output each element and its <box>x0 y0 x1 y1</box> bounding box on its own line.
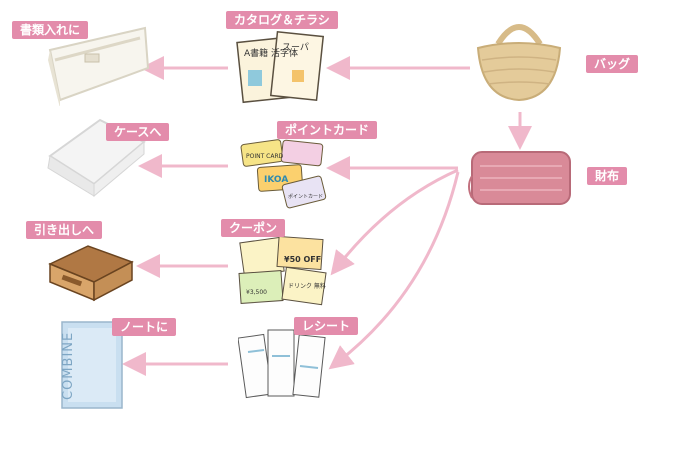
catalog-flyers-image: A書籍 活字体 スーパ <box>236 30 328 106</box>
label-tray: 書類入れに <box>12 21 89 39</box>
label-notebook: ノートに <box>112 318 177 336</box>
label-case: ケースへ <box>106 123 170 141</box>
coupon-1-text: ¥50 OFF <box>284 255 321 264</box>
receipts-image <box>238 326 328 402</box>
catalog-left-text: A書籍 活字体 <box>244 47 298 59</box>
drawer-image <box>44 236 136 302</box>
coupon-3-text: ドリンク 無料 <box>288 282 326 290</box>
label-pointcard: ポイントカード <box>277 121 378 139</box>
document-tray-image <box>30 20 150 106</box>
pointcard-3-text: ポイントカード <box>288 193 323 200</box>
label-coupon: クーポン <box>221 219 286 237</box>
arrow-wallet-to-receipt <box>328 171 460 370</box>
label-bag: バッグ <box>586 55 639 73</box>
point-cards-image: POINT CARD IKOA ポイントカード <box>238 136 330 210</box>
label-wallet: 財布 <box>587 167 628 185</box>
coupons-image: ¥50 OFF ¥3,500 ドリンク 無料 <box>236 236 328 306</box>
notebook-brand-text: COMBINE <box>61 332 76 400</box>
straw-bag-image <box>470 14 568 104</box>
label-receipt: レシート <box>294 317 359 335</box>
label-drawer: 引き出しへ <box>26 221 103 239</box>
coupon-2-text: ¥3,500 <box>246 289 267 296</box>
pointcard-1-text: POINT CARD <box>246 153 284 160</box>
pink-wallet-image <box>466 146 576 210</box>
pointcard-2-text: IKOA <box>264 175 288 185</box>
arrow-wallet-to-coupon <box>330 168 459 276</box>
label-catalog: カタログ＆チラシ <box>226 11 338 29</box>
notebook-image: COMBINE <box>60 320 124 410</box>
catalog-right-text: スーパ <box>282 42 309 53</box>
